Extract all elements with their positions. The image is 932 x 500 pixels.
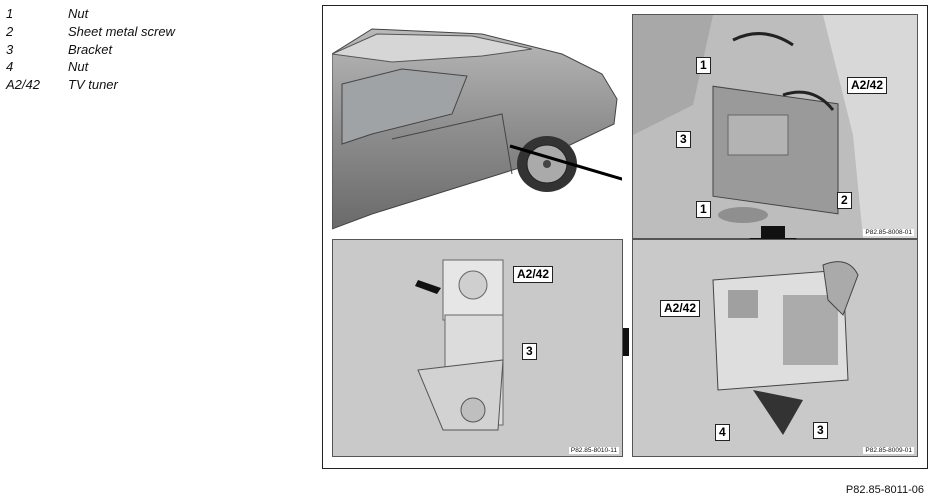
bracket-detail-panel: A2/42 3 P82.85-8010-11: [332, 239, 623, 457]
legend-number: 1: [6, 6, 14, 21]
legend-number: 2: [6, 23, 14, 39]
callout-tv-tuner: A2/42: [847, 77, 888, 94]
legend-text: Sheet metal screw: [68, 23, 175, 39]
callout-nut-1b: 1: [696, 201, 711, 218]
legend-text: TV tuner: [68, 77, 118, 93]
legend-text: Nut: [68, 6, 89, 21]
bracket-illustration: [333, 240, 622, 456]
callout-tv-tuner: A2/42: [513, 266, 554, 283]
panel-reference-code: P82.85-8008-01: [863, 229, 914, 236]
tuner-removed-panel: A2/42 4 3 P82.85-8009-01: [632, 239, 918, 457]
panel-reference-code: P82.85-8010-11: [568, 447, 619, 454]
legend-text: Nut: [68, 59, 89, 75]
legend-item: 4 Nut: [6, 59, 175, 77]
callout-bracket: 3: [676, 131, 691, 148]
legend-number: 4: [6, 59, 14, 75]
legend-number: A2/42: [6, 77, 40, 93]
legend-item: 3 Bracket: [6, 42, 175, 60]
legend-item: 2 Sheet metal screw: [6, 24, 175, 42]
callout-screw: 2: [837, 192, 852, 209]
callout-bracket: 3: [813, 422, 828, 439]
figure-code: P82.85-8011-06: [845, 484, 924, 496]
legend-item: A2/42 TV tuner: [6, 77, 175, 95]
car-illustration: [332, 28, 622, 230]
callout-bracket: 3: [522, 343, 537, 360]
callout-nut-1: 1: [696, 57, 711, 74]
car-overview-panel: [332, 14, 622, 237]
legend-number: 3: [6, 41, 14, 57]
legend-text: Bracket: [68, 41, 113, 57]
panel-reference-code: P82.85-8009-01: [863, 447, 914, 454]
tuner-illustration: [633, 240, 917, 456]
installed-location-illustration: [633, 15, 917, 238]
figure-frame: 1 A2/42 3 2 1 P82.85-8008-01 A2/42 3 P82…: [322, 5, 928, 469]
installed-location-panel: 1 A2/42 3 2 1 P82.85-8008-01: [632, 14, 918, 239]
callout-tv-tuner: A2/42: [660, 300, 701, 317]
legend-item: 1 Nut: [6, 6, 175, 24]
callout-nut-4: 4: [715, 424, 730, 441]
